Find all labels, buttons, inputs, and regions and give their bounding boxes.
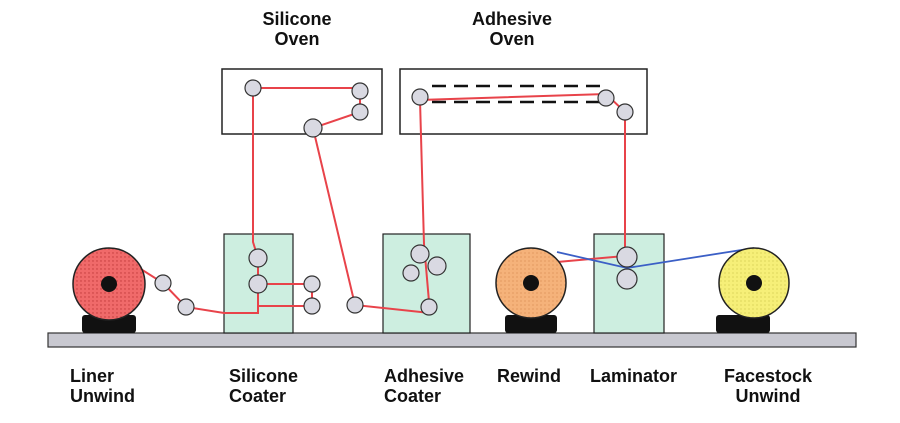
adhesive-coater-label-line1: Adhesive	[384, 366, 465, 386]
laminator-label-line1: Laminator	[590, 366, 678, 386]
silicone-coater-label-line2: Coater	[229, 386, 287, 406]
silicone-oven-roller	[303, 118, 323, 138]
liner-unwind-label-line1: Liner	[70, 366, 115, 386]
silicone-coater-roller	[303, 275, 321, 293]
liner-unwind-label: Liner Unwind	[70, 366, 135, 406]
silicone-coater-roller	[248, 274, 268, 294]
liner-unwind-stand	[82, 315, 136, 333]
adhesive-oven-label-line1: Adhesive	[471, 9, 553, 29]
silicone-coater-label-line1: Silicone	[229, 366, 299, 386]
facestock-unwind-roll	[718, 247, 790, 319]
silicone-oven-label: Silicone Oven	[252, 9, 342, 49]
rewind-label: Rewind	[497, 366, 561, 386]
adhesive-coater-label: Adhesive Coater	[384, 366, 464, 406]
facestock-unwind-label: Facestock Unwind	[712, 366, 824, 406]
silicone-oven-roller	[351, 103, 369, 121]
adhesive-oven-label-line2: Oven	[489, 29, 535, 49]
rewind-label-line1: Rewind	[497, 366, 562, 386]
silicone-oven-box	[221, 68, 383, 135]
idler-roller	[346, 296, 364, 314]
silicone-oven-label-line2: Oven	[274, 29, 320, 49]
laminator-roller	[616, 268, 638, 290]
silicone-oven-label-line1: Silicone	[262, 9, 332, 29]
idler-roller	[177, 298, 195, 316]
liner-unwind-roll	[72, 247, 146, 321]
adhesive-oven-heaters	[432, 84, 600, 104]
adhesive-coater-roller	[402, 264, 420, 282]
rewind-stand	[505, 315, 557, 333]
floor-bar	[47, 332, 857, 348]
facestock-web-path	[556, 247, 755, 269]
rollers	[154, 79, 638, 316]
adhesive-oven-label: Adhesive Oven	[462, 9, 562, 49]
silicone-coater-label: Silicone Coater	[229, 366, 298, 406]
laminator-roller	[616, 246, 638, 268]
silicone-oven-roller	[351, 82, 369, 100]
facestock-unwind-label-line2: Unwind	[735, 386, 801, 406]
silicone-coater-roller	[248, 248, 268, 268]
adhesive-coater-roller	[410, 244, 430, 264]
facestock-unwind-label-line1: Facestock	[723, 366, 813, 386]
adhesive-oven-roller	[616, 103, 634, 121]
facestock-unwind-stand	[716, 315, 770, 333]
silicone-oven-roller	[244, 79, 262, 97]
adhesive-coater-roller	[427, 256, 447, 276]
adhesive-coater-roller	[420, 298, 438, 316]
adhesive-oven-roller	[411, 88, 429, 106]
idler-roller	[154, 274, 172, 292]
adhesive-oven-roller	[597, 89, 615, 107]
rewind-roll	[495, 247, 567, 319]
adhesive-coater-label-line2: Coater	[384, 386, 442, 406]
liner-unwind-label-line2: Unwind	[70, 386, 135, 406]
silicone-coater-roller	[303, 297, 321, 315]
laminator-label: Laminator	[590, 366, 677, 386]
